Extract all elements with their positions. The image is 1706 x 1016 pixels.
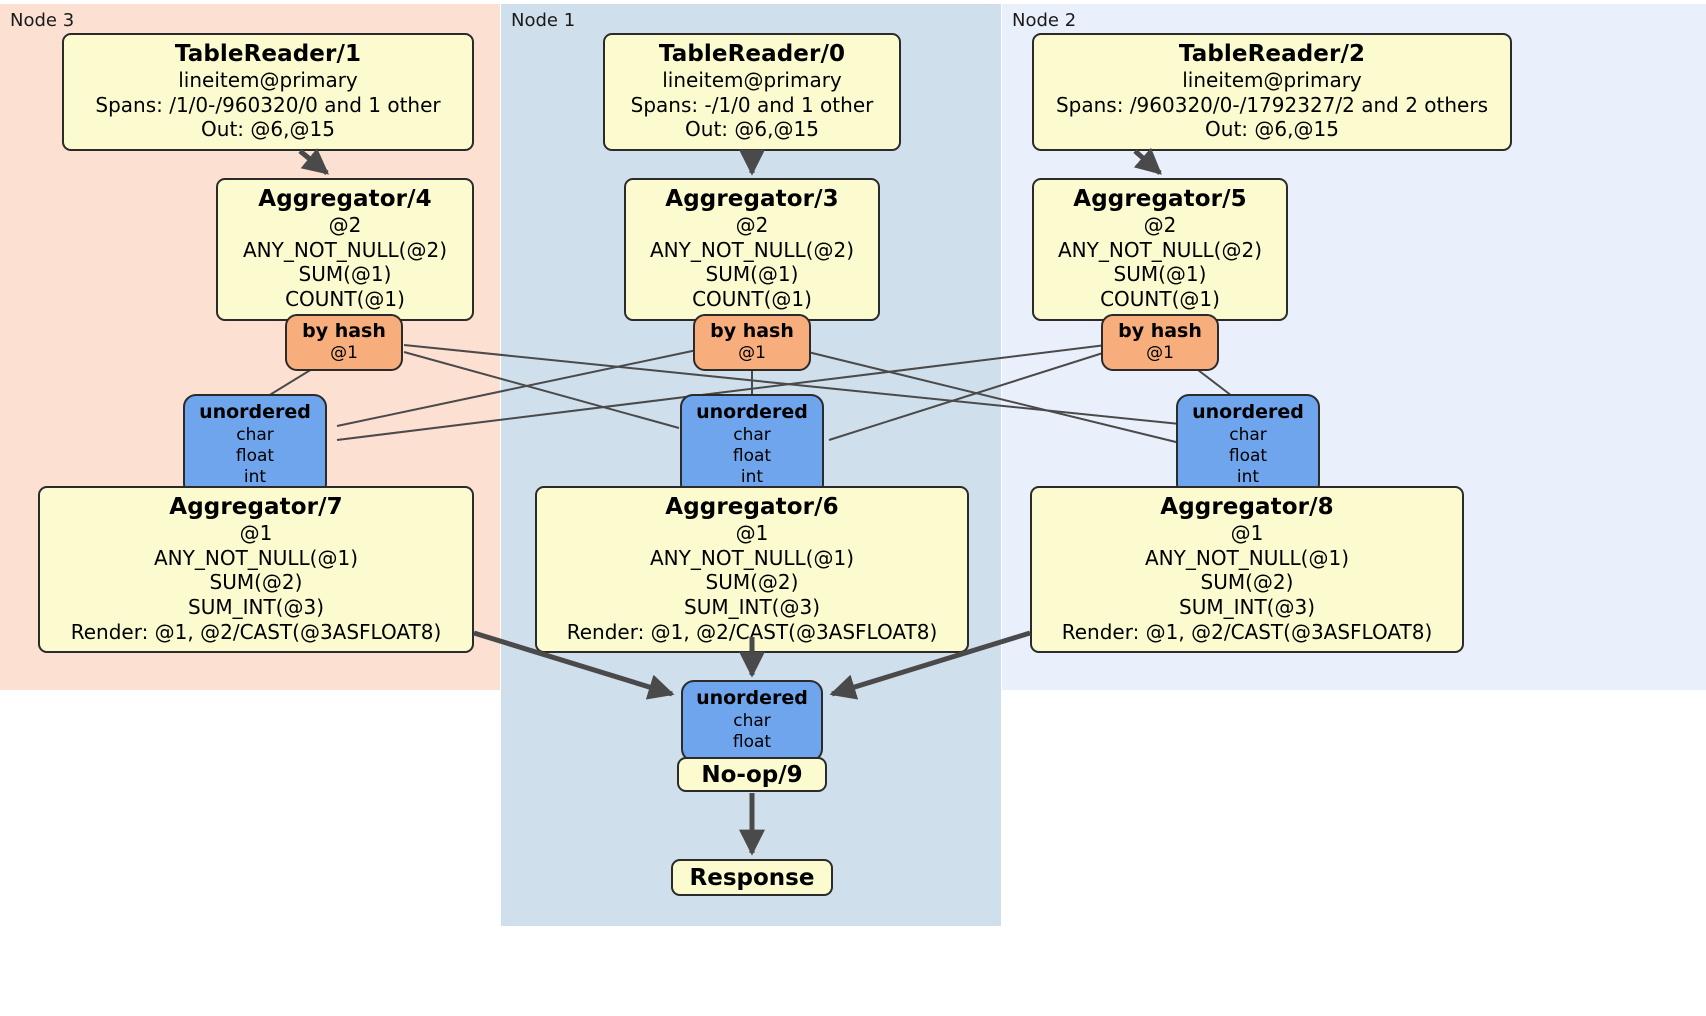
processor-detail-line: COUNT(@1)	[285, 287, 405, 312]
processor-detail-line: COUNT(@1)	[692, 287, 812, 312]
processor-tablereader-0[interactable]: TableReader/0 lineitem@primary Spans: -/…	[603, 33, 901, 152]
processor-detail-line: ANY_NOT_NULL(@2)	[1058, 237, 1262, 262]
processor-title: Response	[689, 864, 815, 891]
processor-detail-line: lineitem@primary	[662, 68, 842, 93]
processor-title: TableReader/0	[658, 41, 846, 67]
processor-detail-line: Spans: /1/0-/960320/0 and 1 other	[95, 92, 441, 117]
processor-detail-line: @1	[735, 521, 769, 546]
processor-aggregator-7[interactable]: Aggregator/7 @1 ANY_NOT_NULL(@1) SUM(@2)…	[38, 486, 474, 654]
processor-aggregator-8[interactable]: Aggregator/8 @1 ANY_NOT_NULL(@1) SUM(@2)…	[1030, 486, 1464, 654]
processor-detail-line: ANY_NOT_NULL(@1)	[154, 545, 358, 570]
synchronizer-title: unordered	[199, 401, 311, 423]
synchronizer-unordered-final[interactable]: unordered char float	[681, 680, 823, 762]
synchronizer-type-line: float	[732, 731, 772, 752]
processor-detail-line: SUM(@2)	[1200, 570, 1294, 595]
synchronizer-title: unordered	[696, 687, 808, 709]
router-by-hash-node-1[interactable]: by hash @1	[693, 314, 811, 372]
processor-aggregator-6[interactable]: Aggregator/6 @1 ANY_NOT_NULL(@1) SUM(@2)…	[535, 486, 969, 654]
processor-tablereader-2[interactable]: TableReader/2 lineitem@primary Spans: /9…	[1032, 33, 1512, 152]
processor-detail-line: @2	[328, 213, 362, 238]
processor-detail-line: ANY_NOT_NULL(@1)	[650, 545, 854, 570]
processor-title: Aggregator/8	[1160, 494, 1334, 520]
processor-title: Aggregator/5	[1073, 186, 1247, 212]
processor-tablereader-1[interactable]: TableReader/1 lineitem@primary Spans: /1…	[62, 33, 474, 152]
synchronizer-type-line: float	[732, 445, 772, 466]
processor-aggregator-5[interactable]: Aggregator/5 @2 ANY_NOT_NULL(@2) SUM(@1)…	[1032, 178, 1288, 321]
processor-detail-line: lineitem@primary	[178, 68, 358, 93]
processor-title: Aggregator/3	[665, 186, 839, 212]
synchronizer-type-line: char	[1229, 424, 1267, 445]
router-title: by hash	[302, 320, 386, 342]
processor-detail-line: SUM_INT(@3)	[188, 595, 324, 620]
processor-response[interactable]: Response	[671, 859, 833, 896]
processor-detail-line: @1	[1230, 521, 1264, 546]
node-panel-label-node-3: Node 3	[10, 10, 75, 31]
processor-detail-line: ANY_NOT_NULL(@2)	[650, 237, 854, 262]
router-title: by hash	[1118, 320, 1202, 342]
router-by-hash-node-2[interactable]: by hash @1	[1101, 314, 1219, 372]
synchronizer-type-line: int	[740, 466, 764, 487]
processor-detail-line: ANY_NOT_NULL(@1)	[1145, 545, 1349, 570]
synchronizer-unordered-node-1[interactable]: unordered char float int	[680, 394, 824, 497]
processor-detail-line: SUM_INT(@3)	[684, 595, 820, 620]
processor-detail-line: SUM(@2)	[705, 570, 799, 595]
processor-detail-line: SUM(@1)	[705, 262, 799, 287]
synchronizer-type-line: char	[733, 710, 771, 731]
processor-detail-line: Out: @6,@15	[685, 117, 819, 142]
processor-detail-line: Spans: -/1/0 and 1 other	[630, 92, 874, 117]
router-title: by hash	[710, 320, 794, 342]
router-detail-line: @1	[738, 342, 766, 363]
processor-detail-line: @2	[735, 213, 769, 238]
processor-detail-line: ANY_NOT_NULL(@2)	[243, 237, 447, 262]
synchronizer-type-line: int	[1236, 466, 1260, 487]
processor-title: TableReader/1	[174, 41, 362, 67]
processor-detail-line: lineitem@primary	[1182, 68, 1362, 93]
synchronizer-type-line: char	[733, 424, 771, 445]
synchronizer-unordered-node-3[interactable]: unordered char float int	[183, 394, 327, 497]
processor-detail-line: Render: @1, @2/CAST(@3ASFLOAT8)	[566, 619, 938, 644]
processor-title: Aggregator/4	[258, 186, 432, 212]
processor-no-op-9[interactable]: No-op/9	[677, 757, 827, 792]
processor-detail-line: Spans: /960320/0-/1792327/2 and 2 others	[1055, 92, 1488, 117]
node-panel-label-node-1: Node 1	[511, 10, 576, 31]
synchronizer-type-line: float	[1228, 445, 1268, 466]
processor-detail-line: SUM_INT(@3)	[1179, 595, 1315, 620]
synchronizer-title: unordered	[696, 401, 808, 423]
processor-detail-line: SUM(@2)	[209, 570, 303, 595]
processor-detail-line: Render: @1, @2/CAST(@3ASFLOAT8)	[1061, 619, 1433, 644]
processor-detail-line: @2	[1143, 213, 1177, 238]
processor-aggregator-3[interactable]: Aggregator/3 @2 ANY_NOT_NULL(@2) SUM(@1)…	[624, 178, 880, 321]
processor-aggregator-4[interactable]: Aggregator/4 @2 ANY_NOT_NULL(@2) SUM(@1)…	[216, 178, 474, 321]
processor-title: Aggregator/7	[169, 494, 343, 520]
synchronizer-title: unordered	[1192, 401, 1304, 423]
processor-detail-line: SUM(@1)	[1113, 262, 1207, 287]
processor-detail-line: Render: @1, @2/CAST(@3ASFLOAT8)	[70, 619, 442, 644]
node-panel-label-node-2: Node 2	[1012, 10, 1077, 31]
processor-detail-line: COUNT(@1)	[1100, 287, 1220, 312]
processor-detail-line: @1	[239, 521, 273, 546]
processor-detail-line: SUM(@1)	[298, 262, 392, 287]
synchronizer-type-line: char	[236, 424, 274, 445]
processor-title: TableReader/2	[1178, 41, 1366, 67]
processor-title: Aggregator/6	[665, 494, 839, 520]
synchronizer-unordered-node-2[interactable]: unordered char float int	[1176, 394, 1320, 497]
router-detail-line: @1	[330, 342, 358, 363]
processor-detail-line: Out: @6,@15	[201, 117, 335, 142]
processor-title: No-op/9	[701, 761, 803, 788]
synchronizer-type-line: float	[235, 445, 275, 466]
router-detail-line: @1	[1146, 342, 1174, 363]
router-by-hash-node-3[interactable]: by hash @1	[285, 314, 403, 372]
processor-detail-line: Out: @6,@15	[1205, 117, 1339, 142]
synchronizer-type-line: int	[243, 466, 267, 487]
